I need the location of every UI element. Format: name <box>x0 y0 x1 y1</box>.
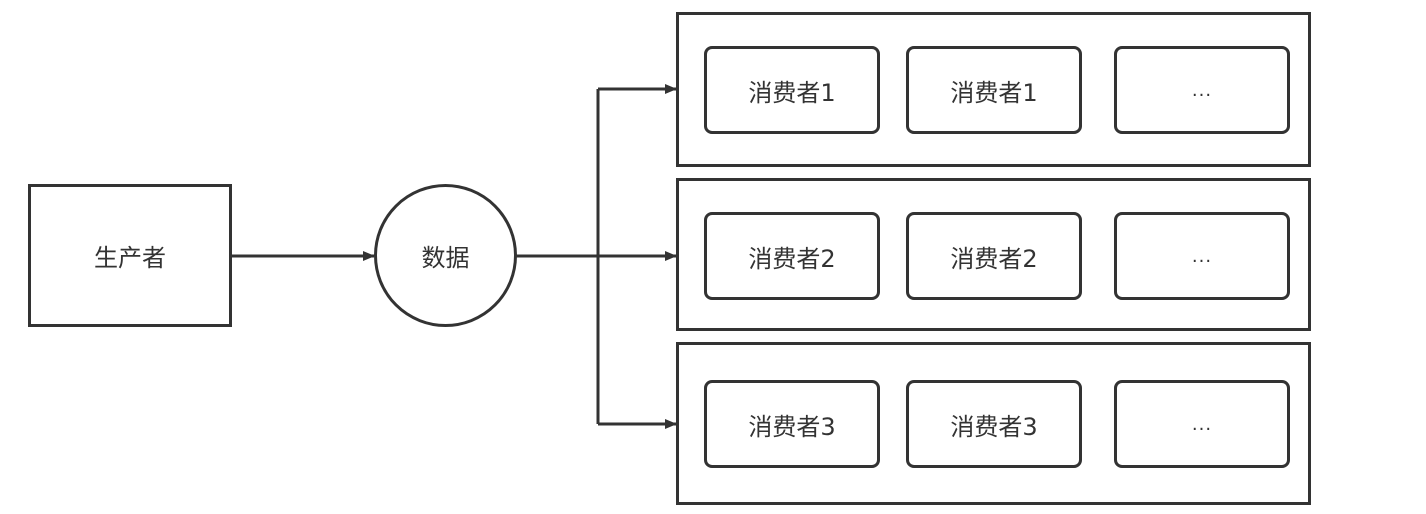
consumer-label: 消费者3 <box>748 412 836 441</box>
producer-label: 生产者 <box>94 244 166 272</box>
ellipsis-label: ... <box>1191 79 1213 101</box>
data-label: 数据 <box>421 244 470 272</box>
consumer-node: 消费者3 <box>704 380 880 468</box>
consumer-label: 消费者1 <box>950 78 1038 107</box>
consumer-node: 消费者3 <box>906 380 1082 468</box>
consumer-group-3 <box>676 342 1311 505</box>
consumer-group-1 <box>676 12 1311 167</box>
consumer-node: 消费者2 <box>704 212 880 300</box>
producer-node: 生产者 <box>28 184 232 327</box>
consumer-node: 消费者1 <box>906 46 1082 134</box>
consumer-more-node: ... <box>1114 212 1290 300</box>
consumer-label: 消费者2 <box>950 244 1038 273</box>
consumer-more-node: ... <box>1114 46 1290 134</box>
consumer-node: 消费者2 <box>906 212 1082 300</box>
consumer-label: 消费者1 <box>748 78 836 107</box>
ellipsis-label: ... <box>1191 245 1213 267</box>
consumer-more-node: ... <box>1114 380 1290 468</box>
consumer-node: 消费者1 <box>704 46 880 134</box>
data-node: 数据 <box>374 184 517 327</box>
consumer-label: 消费者2 <box>748 244 836 273</box>
consumer-label: 消费者3 <box>950 412 1038 441</box>
consumer-group-2 <box>676 178 1311 331</box>
ellipsis-label: ... <box>1191 413 1213 435</box>
